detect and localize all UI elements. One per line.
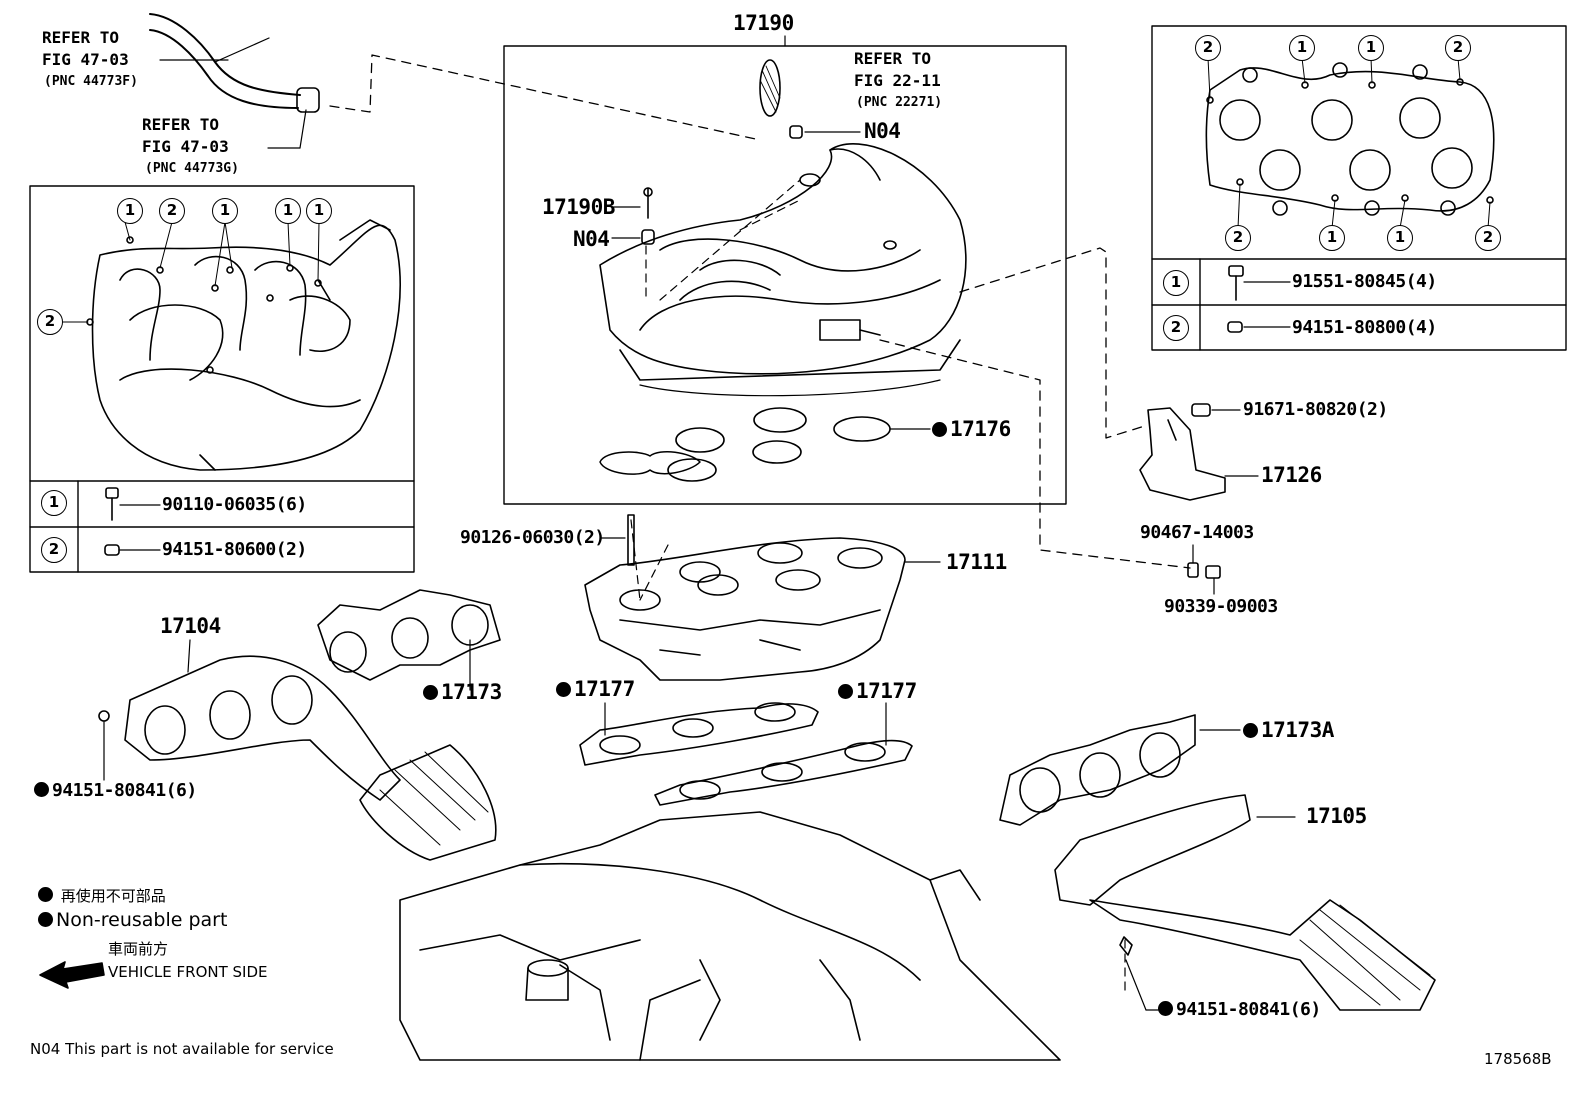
right-legend-box bbox=[1151, 25, 1567, 351]
left-legend-icons bbox=[104, 487, 161, 556]
clip-parts-illustration bbox=[1187, 544, 1221, 595]
part-90467-label[interactable]: 90467-14003 bbox=[1140, 522, 1254, 543]
part-17176-label[interactable]: 17176 bbox=[932, 419, 1011, 440]
part-n04-label-b[interactable]: N04 bbox=[864, 119, 901, 143]
right-callout-bottom-2b: 2 bbox=[1475, 225, 1501, 251]
refer-fig47-03g-line1: REFER TO bbox=[142, 115, 220, 134]
intake-gasket-plate-illustration bbox=[1205, 57, 1495, 229]
right-callout-bottom-2a: 2 bbox=[1225, 225, 1251, 251]
refer-fig47-03f-line2: FIG 47-03 bbox=[42, 50, 129, 69]
part-17173-label[interactable]: 17173 bbox=[423, 682, 502, 703]
right-legend-row2-num: 2 bbox=[1163, 315, 1189, 341]
part-17177-label-a[interactable]: 17177 bbox=[556, 679, 635, 700]
refer-fig22-11-line2: FIG 22-11 bbox=[854, 71, 941, 90]
left-legend-box bbox=[29, 185, 415, 573]
exhaust-manifold-17104-illustration bbox=[98, 639, 497, 861]
exhaust-manifold-17105-illustration bbox=[1054, 794, 1436, 1011]
part-n04-label-a[interactable]: N04 bbox=[573, 227, 610, 251]
part-17104-label[interactable]: 17104 bbox=[160, 614, 221, 638]
note-jp-nonreusable: 再使用不可部品 bbox=[38, 887, 166, 904]
non-reusable-dot-icon bbox=[34, 782, 49, 797]
non-reusable-dot-icon bbox=[423, 685, 438, 700]
right-legend-row1-part[interactable]: 91551-80845(4) bbox=[1292, 271, 1437, 292]
left-callout-2a: 2 bbox=[159, 198, 185, 224]
part-90126-label[interactable]: 90126-06030(2) bbox=[460, 527, 605, 548]
part-17190-label[interactable]: 17190 bbox=[733, 11, 794, 35]
part-17190B-label[interactable]: 17190B bbox=[542, 195, 615, 219]
diagram-id: 178568B bbox=[1484, 1050, 1552, 1068]
left-callout-1d: 1 bbox=[306, 198, 332, 224]
front-arrow-icon bbox=[39, 961, 105, 989]
part-17177-label-b[interactable]: 17177 bbox=[838, 681, 917, 702]
left-legend-row2-num: 2 bbox=[41, 537, 67, 563]
lower-intake-17111-illustration bbox=[584, 514, 941, 681]
non-reusable-dot-icon bbox=[838, 684, 853, 699]
refer-fig22-11-line1: REFER TO bbox=[854, 49, 932, 68]
part-94151-80841-left-label[interactable]: 94151-80841(6) bbox=[34, 782, 197, 800]
non-reusable-dot-icon bbox=[38, 912, 53, 927]
hose-illustration bbox=[149, 13, 320, 113]
part-17111-label[interactable]: 17111 bbox=[946, 550, 1007, 574]
part-94151-80841-right-label[interactable]: 94151-80841(6) bbox=[1158, 1001, 1321, 1019]
exhaust-gasket-17173A-illustration bbox=[999, 714, 1241, 826]
right-callout-bottom-1b: 1 bbox=[1387, 225, 1413, 251]
part-17105-label[interactable]: 17105 bbox=[1306, 804, 1367, 828]
part-90339-label[interactable]: 90339-09003 bbox=[1164, 596, 1278, 617]
right-callout-top-1a: 1 bbox=[1289, 35, 1315, 61]
refer-fig47-03g-line2: FIG 47-03 bbox=[142, 137, 229, 156]
refer-fig22-11-line3: (PNC 22271) bbox=[856, 95, 943, 110]
right-legend-row2-part[interactable]: 94151-80800(4) bbox=[1292, 317, 1437, 338]
right-callout-top-2b: 2 bbox=[1445, 35, 1471, 61]
non-reusable-dot-icon bbox=[38, 887, 53, 902]
left-legend-row1-num: 1 bbox=[41, 490, 67, 516]
exhaust-gasket-17173-illustration bbox=[317, 589, 501, 691]
upper-intake-illustration bbox=[61, 219, 401, 471]
right-callout-bottom-1a: 1 bbox=[1319, 225, 1345, 251]
note-en-front: VEHICLE FRONT SIDE bbox=[108, 963, 268, 981]
non-reusable-dot-icon bbox=[1158, 1001, 1173, 1016]
right-legend-row1-num: 1 bbox=[1163, 270, 1189, 296]
note-jp-front: 車両前方 bbox=[108, 940, 169, 958]
gasket-17177-illustration bbox=[579, 702, 913, 806]
non-reusable-dot-icon bbox=[556, 682, 571, 697]
left-legend-row1-part[interactable]: 90110-06035(6) bbox=[162, 494, 307, 515]
refer-fig47-03f-line1: REFER TO bbox=[42, 28, 120, 47]
non-reusable-dot-icon bbox=[932, 422, 947, 437]
part-91671-label[interactable]: 91671-80820(2) bbox=[1243, 399, 1388, 420]
note-en-nonreusable: Non-reusable part bbox=[38, 911, 227, 930]
left-callout-1a: 1 bbox=[117, 198, 143, 224]
left-callout-2b: 2 bbox=[37, 309, 63, 335]
right-callout-top-1b: 1 bbox=[1358, 35, 1384, 61]
engine-block-illustration bbox=[399, 811, 1061, 1061]
left-callout-1c: 1 bbox=[275, 198, 301, 224]
intake-plenum-illustration bbox=[599, 59, 967, 397]
bracket-17126-illustration bbox=[1139, 403, 1259, 501]
right-legend-icons bbox=[1227, 265, 1291, 333]
note-n04: N04 This part is not available for servi… bbox=[30, 1040, 334, 1058]
non-reusable-dot-icon bbox=[1243, 723, 1258, 738]
left-callout-1b: 1 bbox=[212, 198, 238, 224]
part-17173A-label[interactable]: 17173A bbox=[1243, 720, 1334, 741]
part-17126-label[interactable]: 17126 bbox=[1261, 463, 1322, 487]
gasket-17176-illustration bbox=[599, 407, 931, 482]
right-callout-top-2a: 2 bbox=[1195, 35, 1221, 61]
refer-fig47-03f-line3: (PNC 44773F) bbox=[44, 74, 138, 89]
refer-fig47-03g-line3: (PNC 44773G) bbox=[145, 161, 239, 176]
left-legend-row2-part[interactable]: 94151-80600(2) bbox=[162, 539, 307, 560]
